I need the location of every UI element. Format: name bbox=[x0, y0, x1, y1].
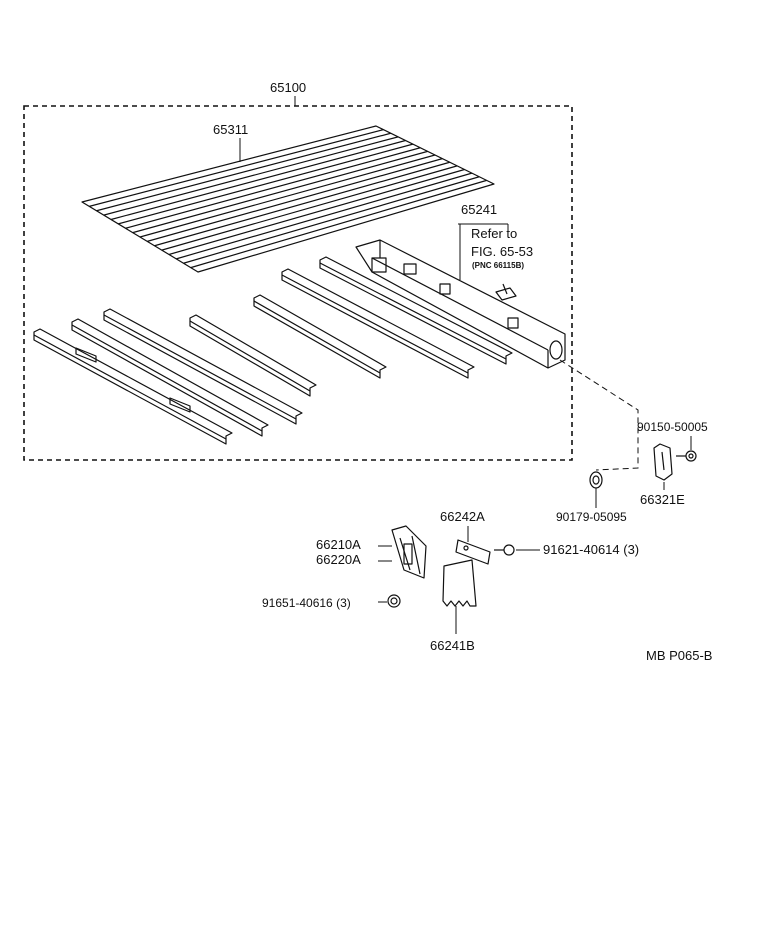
bracket[interactable] bbox=[653, 443, 673, 481]
cross-sill[interactable] bbox=[103, 308, 303, 425]
drawing-code: MB P065-B bbox=[646, 648, 712, 663]
mudguard-bracket-label[interactable]: 66242A bbox=[440, 509, 485, 524]
screw-label[interactable]: 91621-40614 (3) bbox=[543, 542, 639, 557]
bolt-label[interactable]: 90150-50005 bbox=[637, 420, 708, 434]
rear-cross-member[interactable] bbox=[355, 239, 566, 369]
floor-panel[interactable] bbox=[81, 125, 495, 273]
floor-rib bbox=[89, 129, 384, 207]
stay[interactable] bbox=[391, 525, 427, 579]
floor-rib bbox=[139, 154, 436, 238]
floor-rib bbox=[161, 165, 458, 251]
floor-rib bbox=[125, 147, 421, 229]
floor-rib bbox=[147, 158, 443, 242]
floor-rib bbox=[96, 132, 391, 212]
floor-rib bbox=[103, 136, 399, 216]
cross-sill[interactable] bbox=[319, 256, 513, 365]
cross-sill[interactable] bbox=[189, 314, 317, 397]
cross-sill[interactable] bbox=[71, 318, 269, 437]
sill-block bbox=[75, 347, 97, 363]
floor-panel-label[interactable]: 65311 bbox=[213, 122, 248, 137]
mudguard-label[interactable]: 66241B bbox=[430, 638, 475, 653]
floor-rib bbox=[176, 172, 473, 260]
assembly-boundary bbox=[23, 105, 573, 461]
sill-block bbox=[169, 397, 191, 413]
mudguard[interactable] bbox=[442, 559, 477, 607]
floor-rib bbox=[183, 176, 480, 264]
cross-sill[interactable] bbox=[253, 294, 387, 379]
floor-rib bbox=[154, 161, 450, 247]
stay-lh-label[interactable]: 66220A bbox=[316, 552, 361, 567]
floor-rib bbox=[190, 179, 487, 269]
cross-member-label[interactable]: 65241 bbox=[461, 202, 497, 217]
floor-rib bbox=[118, 143, 414, 225]
bolt[interactable] bbox=[676, 450, 697, 462]
assembly-label[interactable]: 65100 bbox=[270, 80, 306, 95]
connection-line bbox=[559, 359, 639, 471]
floor-sills[interactable] bbox=[33, 256, 513, 445]
washer-label[interactable]: 90179-05095 bbox=[556, 510, 627, 524]
cross-sill[interactable] bbox=[33, 328, 233, 445]
refer-line3: (PNC 66115B) bbox=[472, 261, 524, 270]
refer-line2[interactable]: FIG. 65-53 bbox=[471, 244, 533, 259]
nut[interactable] bbox=[387, 594, 401, 608]
cross-sill[interactable] bbox=[281, 268, 475, 379]
nut-label[interactable]: 91651-40616 (3) bbox=[262, 596, 351, 610]
washer[interactable] bbox=[589, 471, 603, 489]
bracket-label[interactable]: 66321E bbox=[640, 492, 685, 507]
floor-rib bbox=[168, 168, 465, 256]
refer-line1: Refer to bbox=[471, 226, 517, 241]
mudguard-bracket[interactable] bbox=[455, 539, 491, 565]
floor-rib bbox=[132, 150, 428, 234]
screw[interactable] bbox=[494, 544, 515, 556]
stay-rh-label[interactable]: 66210A bbox=[316, 537, 361, 552]
floor-rib bbox=[110, 139, 406, 221]
